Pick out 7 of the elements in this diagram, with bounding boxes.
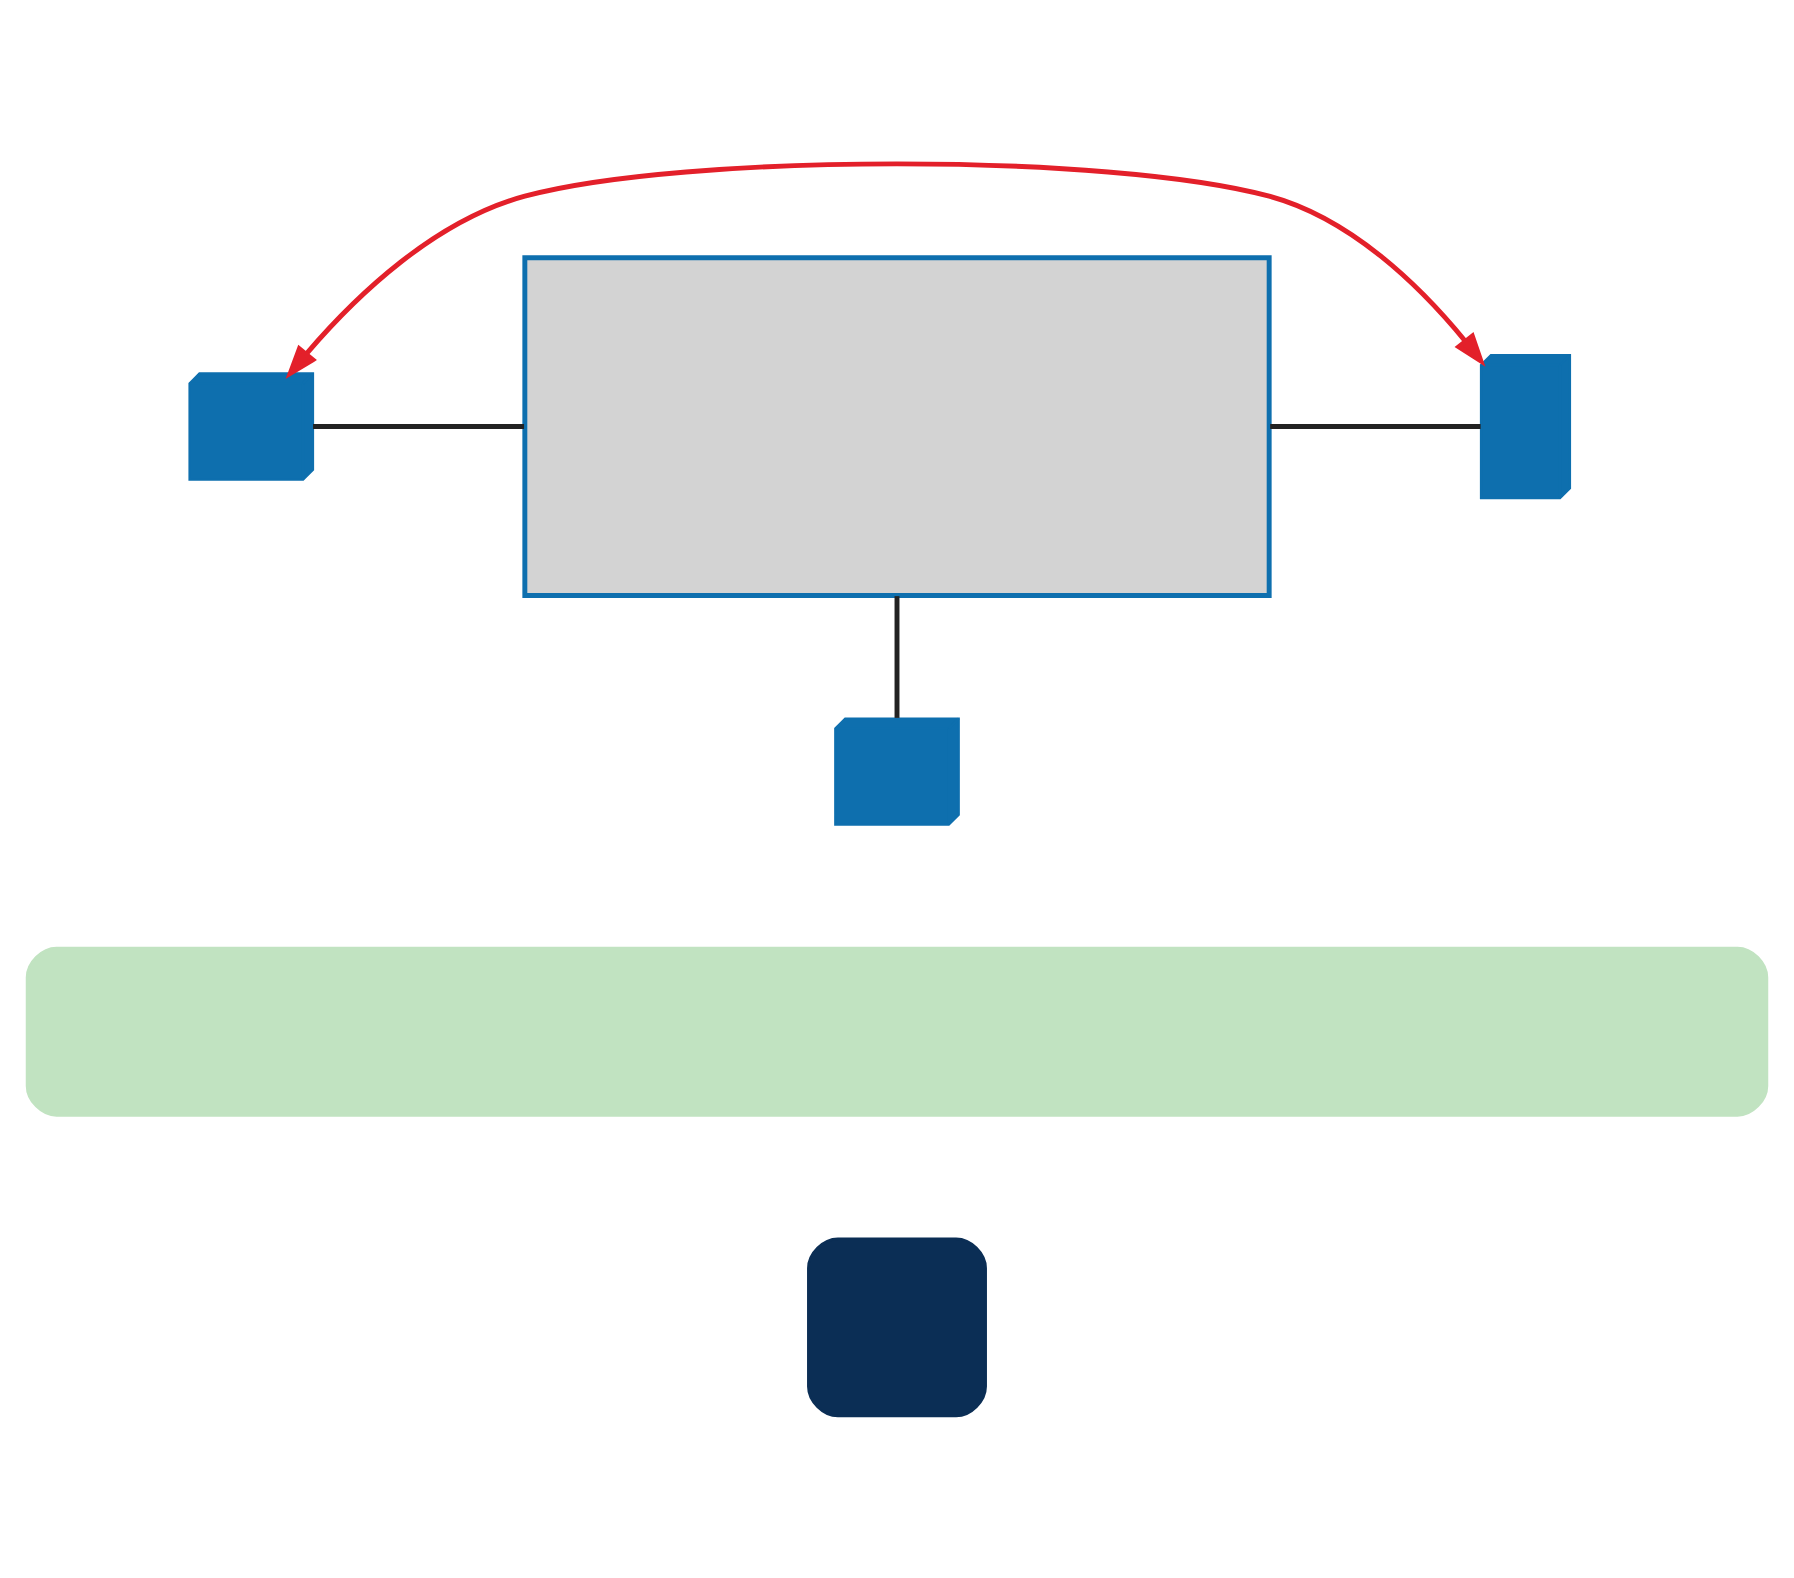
node-box — [522, 254, 1272, 597]
node-tab — [807, 1236, 987, 1417]
connector — [894, 595, 900, 717]
connector — [1270, 423, 1481, 429]
node-bar — [25, 945, 1769, 1116]
arrow — [285, 160, 1486, 378]
connector — [313, 423, 525, 429]
